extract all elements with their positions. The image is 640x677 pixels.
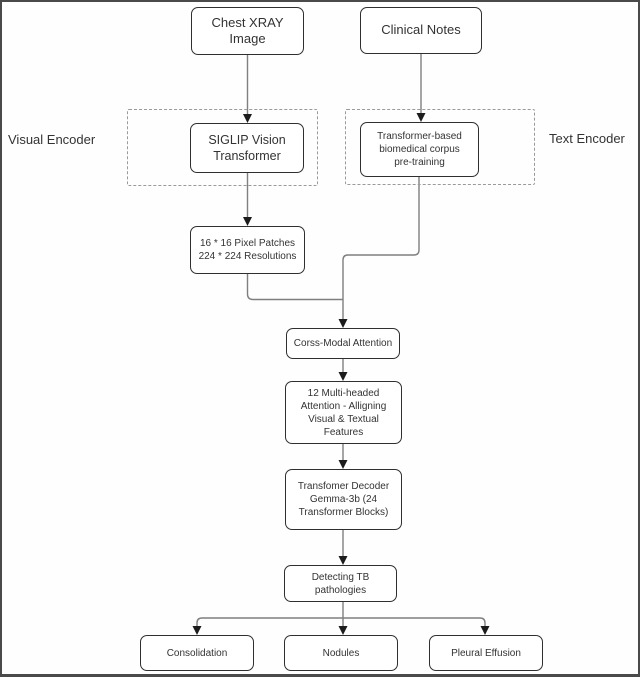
node-multi-headed-attention: 12 Multi-headed Attention - Alligning Vi… — [285, 381, 402, 444]
text-encoder-group — [345, 109, 535, 185]
node-siglip-vision-transformer: SIGLIP Vision Transformer — [190, 123, 304, 173]
text-encoder-label: Text Encoder — [549, 131, 625, 146]
visual-encoder-group — [127, 109, 318, 186]
visual-encoder-label: Visual Encoder — [8, 132, 96, 147]
node-biomedical-pretraining: Transformer-based biomedical corpus pre-… — [360, 122, 479, 177]
node-pixel-patches: 16 * 16 Pixel Patches 224 * 224 Resoluti… — [190, 226, 305, 274]
node-detecting-tb-pathologies: Detecting TB pathologies — [284, 565, 397, 602]
connector-lines — [196, 54, 486, 626]
node-nodules: Nodules — [284, 635, 398, 671]
node-pleural-effusion: Pleural Effusion — [429, 635, 543, 671]
arrowhead-icons — [192, 113, 490, 635]
node-cross-modal-attention: Corss-Modal Attention — [286, 328, 400, 359]
node-clinical-notes: Clinical Notes — [360, 7, 482, 54]
node-consolidation: Consolidation — [140, 635, 254, 671]
node-chest-xray-image: Chest XRAY Image — [191, 7, 304, 55]
node-transformer-decoder: Transfomer Decoder Gemma-3b (24 Transfor… — [285, 469, 402, 530]
